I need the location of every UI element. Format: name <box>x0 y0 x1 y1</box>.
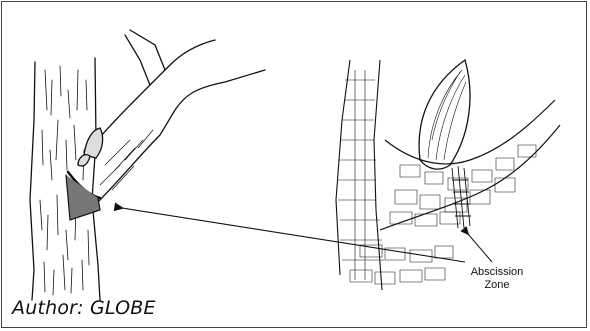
zone-arrow <box>468 234 492 262</box>
label-line-1: Abscission <box>462 266 532 279</box>
author-caption: Author: GLOBE <box>12 297 156 319</box>
pointer-arrow <box>122 208 465 262</box>
label-line-2: Zone <box>462 279 532 292</box>
cell-structure-illustration <box>336 60 560 290</box>
abscission-zone-label: Abscission Zone <box>462 266 532 292</box>
tree-branch-illustration <box>30 30 265 300</box>
